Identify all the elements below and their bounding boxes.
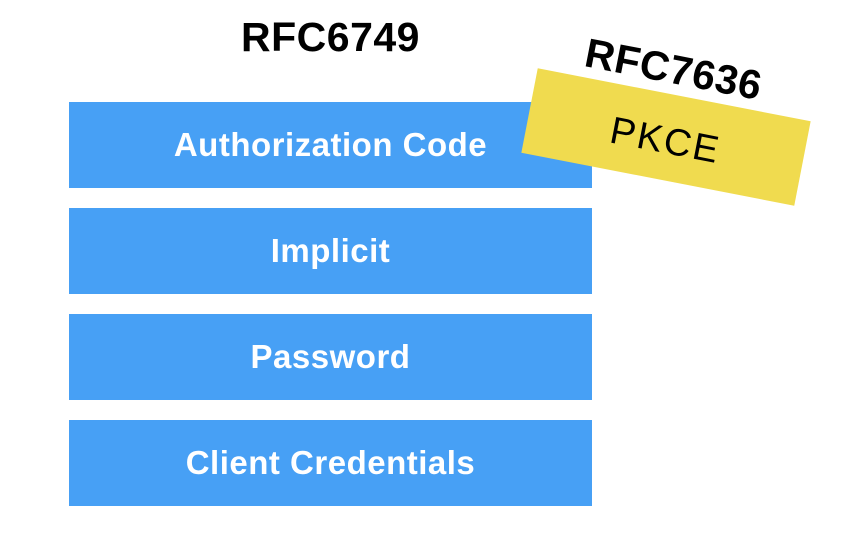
grant-type-list: Authorization Code Implicit Password Cli… xyxy=(69,102,592,526)
bar-authorization-code: Authorization Code xyxy=(69,102,592,188)
pkce-label: PKCE xyxy=(606,109,725,172)
bar-label: Client Credentials xyxy=(185,444,476,481)
bar-password: Password xyxy=(69,314,592,400)
bar-label: Password xyxy=(250,338,411,375)
rfc6749-title: RFC6749 xyxy=(241,14,420,60)
bar-client-credentials: Client Credentials xyxy=(69,420,592,506)
bar-implicit: Implicit xyxy=(69,208,592,294)
rfc7636-title: RFC7636 xyxy=(581,29,766,109)
bar-label: Authorization Code xyxy=(173,126,488,163)
bar-label: Implicit xyxy=(270,232,391,269)
